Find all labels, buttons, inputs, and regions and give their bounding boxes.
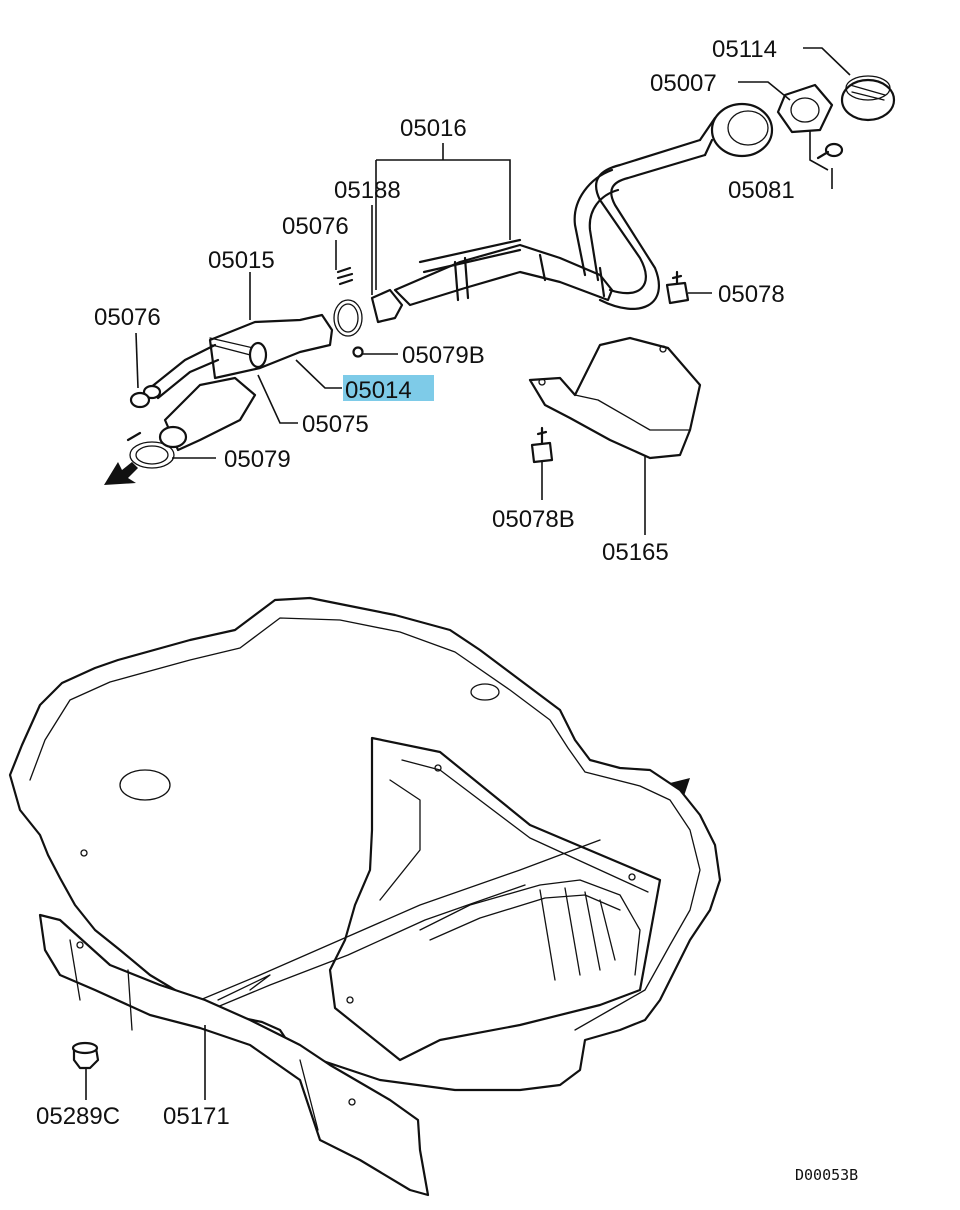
clamp-part-05079[interactable] xyxy=(126,431,175,469)
gasket-part[interactable] xyxy=(776,83,834,134)
part-label-05081[interactable]: 05081 xyxy=(728,177,795,204)
part-label-05015[interactable]: 05015 xyxy=(208,247,275,274)
part-label-05076-upper[interactable]: 05076 xyxy=(282,213,349,240)
hose-clamp-part[interactable] xyxy=(129,266,354,409)
part-label-05079[interactable]: 05079 xyxy=(224,446,291,473)
filler-neck-assembly xyxy=(393,102,774,310)
part-label-05078[interactable]: 05078 xyxy=(718,281,785,308)
screw-part[interactable] xyxy=(816,142,844,160)
heat-protector-part[interactable] xyxy=(528,336,702,460)
part-label-05078B[interactable]: 05078B xyxy=(492,506,575,533)
diagram-code: D00053B xyxy=(795,1166,858,1184)
part-labels: 05114 05007 05016 05081 05188 05076 0501… xyxy=(36,36,858,1184)
tank-undercover-assembly xyxy=(8,596,722,1197)
highlight-box xyxy=(343,375,434,401)
part-label-05007[interactable]: 05007 xyxy=(650,70,717,97)
bolt-part[interactable] xyxy=(665,270,690,305)
clip-part[interactable] xyxy=(71,1041,100,1070)
part-label-05014-highlighted[interactable]: 05014 xyxy=(345,377,412,404)
part-label-05075[interactable]: 05075 xyxy=(302,411,369,438)
fuel-cap-part[interactable] xyxy=(840,75,896,122)
part-label-05076-lower[interactable]: 05076 xyxy=(94,304,161,331)
hose-joint-part[interactable] xyxy=(333,288,404,358)
bolt-part-b[interactable] xyxy=(530,426,554,464)
part-label-05165[interactable]: 05165 xyxy=(602,539,669,566)
hose-part[interactable] xyxy=(142,313,334,452)
part-label-05188[interactable]: 05188 xyxy=(334,177,401,204)
leader-lines xyxy=(85,47,851,1100)
part-label-05114[interactable]: 05114 xyxy=(712,36,777,63)
part-label-05289C[interactable]: 05289C xyxy=(36,1103,120,1130)
direction-arrow-icon xyxy=(104,462,138,485)
band-clamp-part[interactable] xyxy=(209,337,268,369)
part-label-05171[interactable]: 05171 xyxy=(163,1103,230,1130)
part-label-05016[interactable]: 05016 xyxy=(400,115,467,142)
part-label-05079B[interactable]: 05079B xyxy=(402,342,485,369)
